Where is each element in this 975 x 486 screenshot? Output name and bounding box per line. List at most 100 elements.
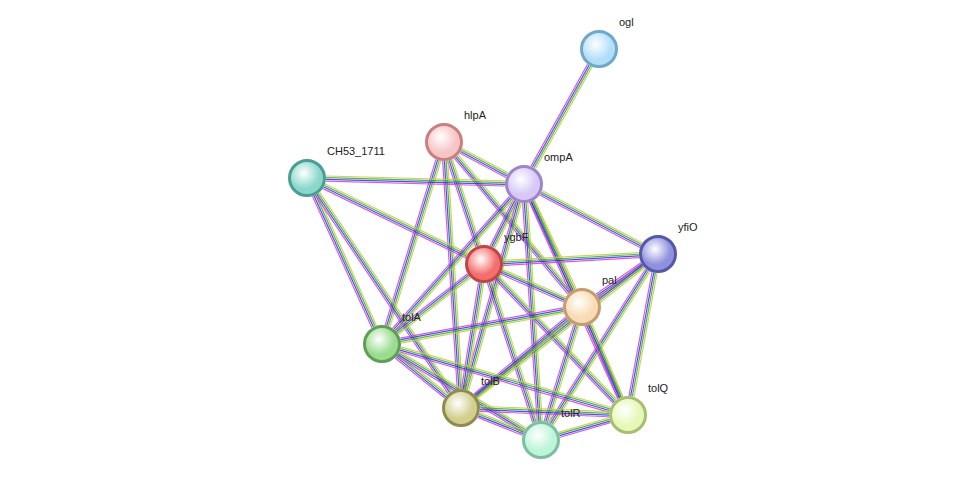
evidence-line [317,194,376,325]
evidence-line [534,66,591,168]
evidence-line [559,419,609,434]
protein-node: tolA [363,325,401,363]
protein-name: CH53_1711 [327,145,385,158]
interaction-edge [393,197,514,332]
evidence-line [400,352,526,428]
evidence-line [387,160,438,326]
interaction-edge [529,200,622,398]
interaction-edge [323,184,468,258]
evidence-line [531,202,619,398]
evidence-line [400,350,609,410]
protein-node: ygbF [465,245,503,283]
evidence-line [634,273,657,397]
evidence-line [324,187,467,256]
evidence-line [401,310,564,340]
evidence-line [590,324,621,397]
interaction-edge [395,274,470,335]
evidence-line [400,352,609,412]
protein-name: hlpA [464,109,486,122]
protein-node: hlpA [425,123,463,161]
interaction-edge [587,323,623,398]
evidence-line [479,414,524,432]
evidence-line [503,258,639,266]
evidence-line [451,160,479,246]
evidence-line [394,198,511,330]
interaction-edge [503,253,639,266]
evidence-line [462,149,508,173]
protein-node: tolR [522,421,560,459]
interaction-edge [400,308,564,343]
protein-name: yfiO [678,221,698,234]
protein-node: pal [563,288,601,326]
interaction-edge [443,161,463,389]
protein-name: ompA [544,151,573,164]
evidence-line [456,157,570,293]
evidence-line [458,155,572,291]
evidence-line [478,417,523,435]
protein-node: yfiO [639,235,677,273]
interaction-edge [400,347,611,412]
interaction-edge [559,418,611,437]
interaction-edge [540,191,643,248]
evidence-line [395,199,512,331]
evidence-line [461,282,478,388]
evidence-line [400,308,563,338]
evidence-line [535,67,592,169]
protein-node: tolQ [609,396,647,434]
evidence-line [533,201,621,397]
protein-name: ogl [619,16,634,29]
evidence-line [541,192,641,244]
protein-name: pal [602,274,617,287]
evidence-line [589,325,620,398]
interaction-edge [312,194,376,327]
evidence-line [461,150,507,174]
evidence-line [324,186,467,255]
evidence-line [503,256,639,264]
evidence-line [395,274,467,331]
protein-node: CH53_1711 [288,159,326,197]
evidence-line [323,189,466,258]
evidence-line [401,311,564,341]
evidence-line [478,416,523,434]
evidence-line [400,348,609,408]
evidence-line [503,254,639,262]
evidence-line [399,278,471,335]
interaction-edge [315,192,452,393]
evidence-line [531,64,588,166]
evidence-line [631,273,654,397]
evidence-line [401,347,610,407]
interaction-edge [531,64,592,168]
evidence-line [396,275,468,332]
interaction-edge [629,272,657,397]
evidence-line [629,272,652,396]
evidence-line [464,202,517,389]
evidence-line [632,273,655,397]
evidence-line [397,200,514,332]
evidence-line [532,65,589,167]
protein-node: tolB [442,389,480,427]
evidence-line [592,323,623,396]
interaction-edge [326,176,505,186]
evidence-line [480,413,525,431]
evidence-line [397,276,469,333]
evidence-line [529,202,617,398]
evidence-line [540,194,640,246]
evidence-line [315,195,448,393]
evidence-line [542,191,642,243]
evidence-line [587,325,618,398]
evidence-line [540,195,640,247]
evidence-line [544,324,574,421]
protein-name: tolQ [648,382,668,395]
protein-name: tolB [481,375,500,388]
interaction-edge [478,413,525,436]
evidence-line [326,181,505,186]
protein-node: ogl [580,30,618,68]
protein-node: ompA [505,165,543,203]
evidence-line [559,421,609,436]
evidence-line [446,161,461,389]
evidence-line [560,423,610,438]
evidence-line [480,411,609,416]
evidence-line [460,152,506,176]
